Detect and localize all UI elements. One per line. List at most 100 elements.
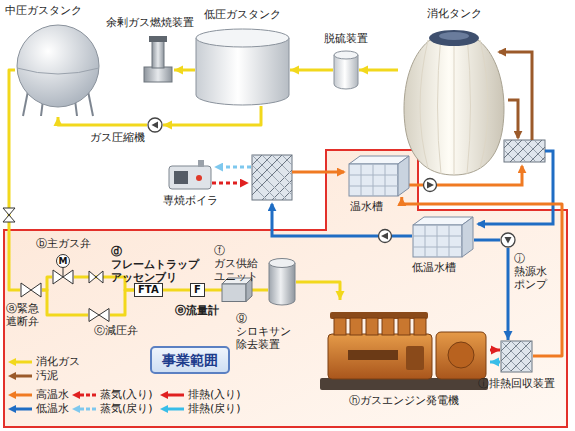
drawing-part xyxy=(334,55,358,89)
box-text: F xyxy=(194,284,201,296)
equipment-label: ガス圧縮機 xyxy=(90,131,145,144)
drawing-part xyxy=(63,270,73,284)
gas-engine-icon xyxy=(318,300,490,392)
legend-text: 低温水 xyxy=(36,402,69,415)
legend-text: 汚泥 xyxy=(36,369,58,382)
drawing-part xyxy=(272,204,412,236)
legend-text: 高温水 xyxy=(36,388,69,401)
drawing-part xyxy=(269,263,295,305)
drawing-part xyxy=(334,51,358,59)
siloxane-filter-icon xyxy=(268,258,296,306)
drawing-part xyxy=(414,318,426,335)
drawing-part xyxy=(8,405,16,413)
pipe-connector xyxy=(174,65,195,74)
equipment-label: 低温水槽 xyxy=(412,261,456,274)
drawing-part xyxy=(8,358,16,366)
pump: ⓙ熱源水 ポンプ xyxy=(500,232,516,248)
gas-holder-icon xyxy=(15,24,101,117)
legend-text: 消化ガス xyxy=(36,355,80,368)
pipe-line xyxy=(252,289,268,292)
pump-icon xyxy=(500,232,516,248)
drawing-part xyxy=(31,283,41,297)
drawing-part xyxy=(478,151,553,224)
flare-stack-icon xyxy=(142,35,174,83)
drawing-part xyxy=(406,346,424,370)
boiler-heat-exchanger xyxy=(252,155,292,200)
drawing-part xyxy=(292,171,344,174)
compressor-icon xyxy=(147,117,163,133)
drawing-part xyxy=(89,309,99,322)
drawing-part xyxy=(196,38,289,105)
heat-recovery: ⓘ排熱回収装置 xyxy=(500,340,533,373)
drawing-part xyxy=(72,405,80,413)
drawing-part xyxy=(78,394,96,397)
drawing-part xyxy=(424,179,437,192)
drawing-part xyxy=(398,156,409,196)
compressor: ガス圧縮機 xyxy=(147,117,163,133)
pipe-connector xyxy=(110,290,134,315)
drawing-part xyxy=(149,36,167,42)
equipment-label: 温水槽 xyxy=(350,200,383,213)
pipe-connector xyxy=(205,290,222,291)
drawing-part xyxy=(366,318,378,335)
drawing-part xyxy=(501,341,531,371)
pipe-connector xyxy=(474,239,500,240)
pipe-line xyxy=(163,106,261,125)
pipe-line xyxy=(110,290,134,315)
digester-heat-exchanger xyxy=(504,140,545,162)
legend-text: 蒸気(入り) xyxy=(100,388,153,401)
drawing-part xyxy=(53,270,63,284)
drawing-part xyxy=(3,208,15,215)
equipment-label: ⓒ減圧弁 xyxy=(94,324,138,337)
heat-recovery-icon xyxy=(500,340,533,373)
equipment-label: ⓑ主ガス弁 xyxy=(36,237,91,250)
pipe-connector xyxy=(252,290,268,291)
drawing-part xyxy=(89,271,96,283)
drawing-part xyxy=(144,67,172,82)
desulfurizer: 脱硫装置 xyxy=(333,50,359,90)
water-tank-icon xyxy=(412,216,474,258)
drawing-part xyxy=(454,32,455,175)
pipe-connector xyxy=(54,117,148,126)
pipe-line xyxy=(163,289,190,292)
arrow-head xyxy=(359,66,368,75)
legend-text: 排熱(戻り) xyxy=(188,402,241,415)
drawing-part xyxy=(72,391,80,399)
digester-tank-icon xyxy=(398,28,510,176)
flame-trap-box: ⓓフレームトラップ アッセンブリFTA xyxy=(134,283,163,297)
pipe-line xyxy=(9,70,20,290)
legend-text: 蒸気(戻り) xyxy=(100,402,153,415)
drawing-part xyxy=(499,52,532,140)
gas-supply-unit: ⓕガス供給 ユニット xyxy=(222,278,252,302)
drawing-part xyxy=(349,164,398,196)
equipment-label: 消化タンク xyxy=(427,7,482,20)
drawing-part xyxy=(349,164,398,196)
pipe-connector xyxy=(359,66,398,75)
drawing-part xyxy=(8,391,16,399)
water-tank: 低温水槽 xyxy=(412,216,474,258)
scope-badge: 事業範囲 xyxy=(150,346,230,374)
arrow-head xyxy=(290,65,299,74)
drawing-part xyxy=(328,334,432,379)
drawing-part xyxy=(398,318,410,335)
drawing-part xyxy=(196,175,202,181)
equipment-label: ⓐ緊急 遮断弁 xyxy=(6,302,39,328)
drawing-part xyxy=(148,118,162,132)
pipe-line xyxy=(474,238,500,241)
drawing-part xyxy=(3,208,103,283)
equipment-label: 中圧ガスタンク xyxy=(5,4,82,17)
pipe-connector xyxy=(9,70,20,290)
drawing-part xyxy=(17,25,99,107)
shutoff-valve-icon xyxy=(20,282,42,298)
drawing-part xyxy=(160,405,168,413)
drawing-part xyxy=(501,341,532,372)
drawing-part xyxy=(462,217,473,257)
equipment-label: 脱硫装置 xyxy=(324,32,368,45)
project-scope-outline xyxy=(4,150,567,427)
drawing-part xyxy=(505,237,512,244)
drawing-part xyxy=(413,225,462,257)
pipe-line xyxy=(205,289,222,292)
gas-tank-icon xyxy=(195,28,290,106)
drawing-part xyxy=(480,40,488,168)
reducing-valve: ⓒ減圧弁 xyxy=(88,308,110,322)
